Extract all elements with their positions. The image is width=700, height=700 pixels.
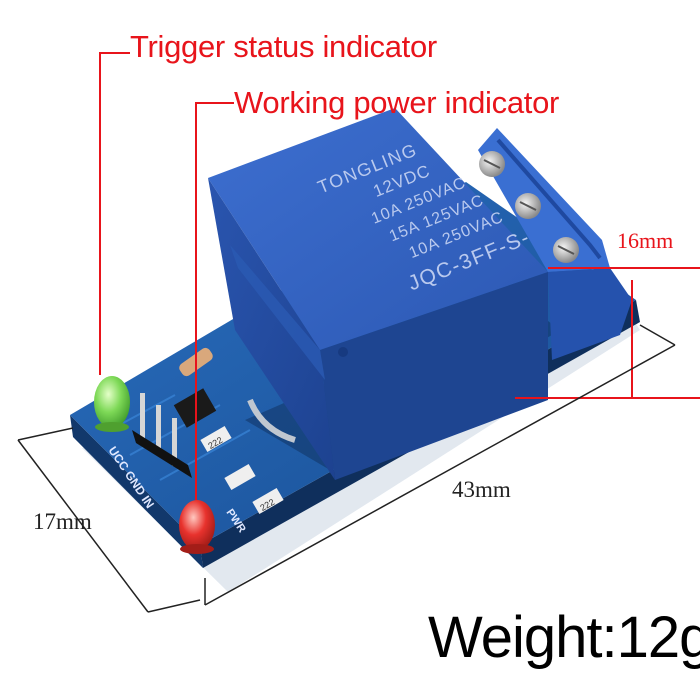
relay-body (208, 108, 548, 480)
working-power-callout: Working power indicator (234, 85, 560, 120)
length-dimension-label: 43mm (452, 477, 511, 502)
height-dimension-label: 16mm (617, 228, 674, 253)
callout-lines (99, 52, 700, 500)
dimension-lines (17, 324, 676, 613)
weight-label: Weight:12g (428, 605, 700, 670)
width-dimension-label: 17mm (33, 509, 92, 534)
trigger-status-callout: Trigger status indicator (130, 29, 437, 64)
screw-terminal-block (478, 128, 632, 360)
red-led-icon (179, 500, 215, 554)
green-led-icon (94, 376, 130, 432)
